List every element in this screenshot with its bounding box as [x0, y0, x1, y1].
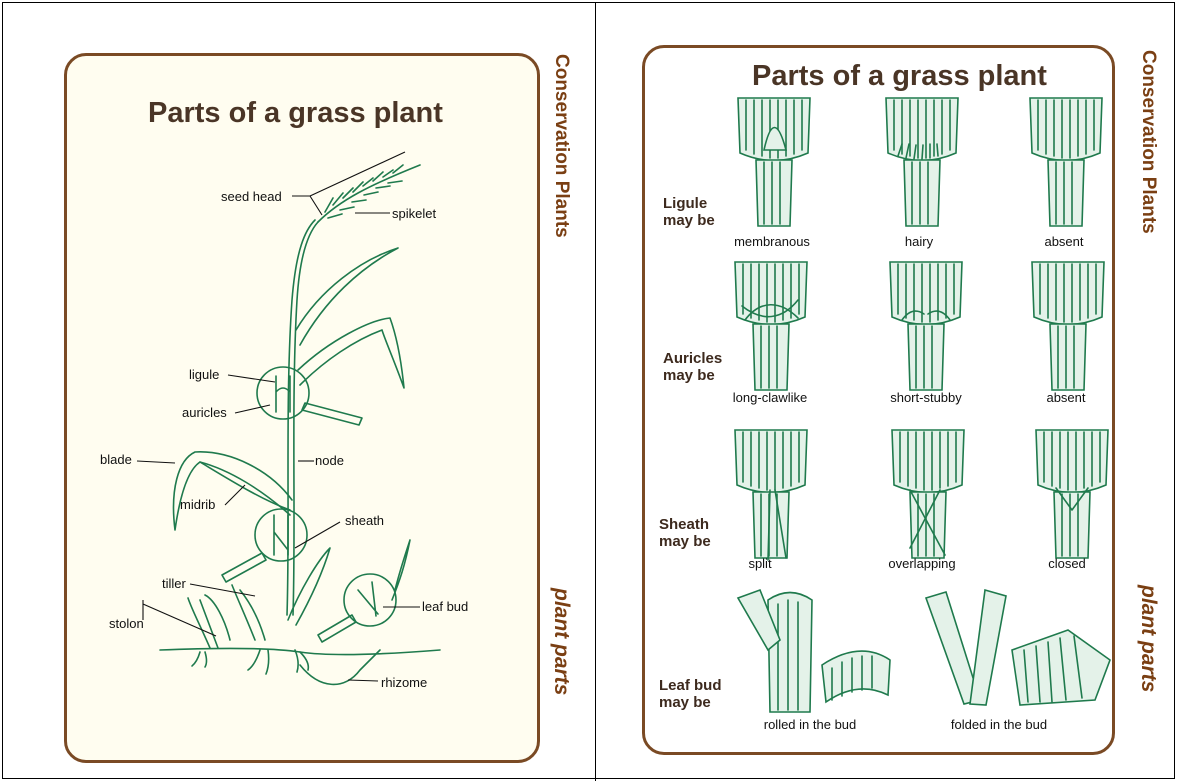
sheath-overlapping-figure	[892, 430, 964, 558]
leaf-bud-folded-figure	[926, 590, 1110, 705]
auricles-short-stubby-figure	[890, 262, 962, 390]
ligule-absent-figure	[1030, 98, 1102, 226]
ligule-membranous-figure	[738, 98, 810, 226]
caption-long-clawlike: long-clawlike	[733, 390, 807, 405]
caption-short-stubby: short-stubby	[890, 390, 962, 405]
caption-folded-in-the-bud: folded in the bud	[951, 717, 1047, 732]
caption-hairy: hairy	[905, 234, 933, 249]
ligule-hairy-figure	[886, 98, 958, 226]
caption-auricles-absent: absent	[1046, 390, 1085, 405]
sheath-split-figure	[735, 430, 807, 560]
auricles-long-clawlike-figure	[735, 262, 807, 390]
sheath-closed-figure	[1036, 430, 1108, 558]
caption-split: split	[748, 556, 771, 571]
caption-rolled-in-the-bud: rolled in the bud	[764, 717, 857, 732]
caption-ligule-absent: absent	[1044, 234, 1083, 249]
leaf-bud-rolled-figure	[738, 590, 890, 712]
auricles-absent-figure	[1032, 262, 1104, 390]
caption-closed: closed	[1048, 556, 1086, 571]
caption-membranous: membranous	[734, 234, 810, 249]
caption-overlapping: overlapping	[888, 556, 955, 571]
